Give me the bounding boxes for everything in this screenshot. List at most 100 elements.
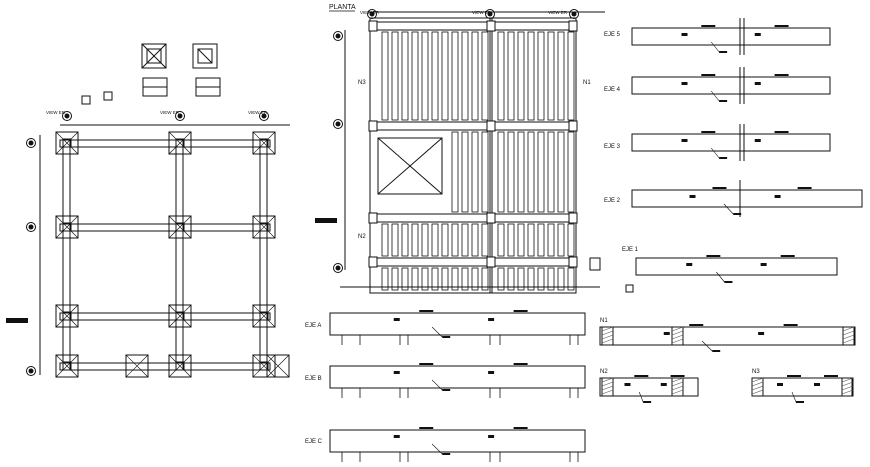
footing [55,131,79,155]
column [175,138,185,148]
footing-diagonal [168,354,192,378]
eje-beam-leader [710,41,720,53]
eje-beam-tag [733,213,742,215]
joist [507,223,515,257]
joist [441,267,449,291]
axis-bubble [26,222,36,232]
eje-beam-dim [712,187,727,189]
joist [527,31,535,121]
joist [497,223,505,257]
footing [168,354,192,378]
joist [481,223,489,257]
hatch-line [671,385,684,391]
joist [391,267,399,291]
joist [517,131,525,213]
column [175,361,185,371]
joist [461,131,469,213]
hatch-line [671,389,684,395]
joist [537,31,545,121]
hatch-line [601,338,614,344]
hatch-line [671,326,684,332]
axis-bubble [62,111,72,121]
joist [391,223,399,257]
label-eje-4: EJE 4 [604,87,621,93]
label-n3-plan: N3 [358,80,366,86]
foundation-plan [39,43,290,375]
eje-beam-dim [780,255,795,257]
axis-bubble [26,138,36,148]
footing [252,304,276,328]
axis-bubble [485,9,495,19]
nerve-beam-leader [791,391,797,403]
joist [431,267,439,291]
column [568,20,578,32]
hatch-line [751,377,764,383]
nerve-beam-rebar [660,383,667,386]
joist [381,31,389,121]
eje-abc-beam-dim [513,310,528,312]
eje-abc-beam-leader [431,443,443,455]
footing [55,354,79,378]
joist [567,131,575,213]
hatch-line [842,334,855,340]
axis-bubble [333,31,343,41]
hatch-line [601,326,614,332]
joist [431,31,439,121]
footing-diagonal [125,354,149,378]
eje-abc-beam-tag [442,336,451,338]
eje-beam-rebar [689,195,696,198]
joist [381,267,389,291]
column [368,120,378,132]
footing-diagonal [266,354,290,378]
column [62,222,72,232]
axis-bubble-dot [335,121,341,127]
hatched-block [601,326,614,346]
eje-beam-leader [710,147,720,159]
joist [557,223,565,257]
eje-abc-beam-rebar [488,435,495,438]
joist [471,131,479,213]
joist [517,31,525,121]
footing-diagonal [55,354,79,378]
column [568,212,578,224]
joist [547,267,555,291]
joist [481,31,489,121]
hatched-block [841,377,854,397]
column [486,256,496,268]
column [62,311,72,321]
eje-abc-beam-rebar [393,318,400,321]
eje-beam-rebar [681,82,688,85]
nerve-beam-rebar [758,332,765,335]
column [175,311,185,321]
column [568,256,578,268]
eje-abc-beam-rebar [488,371,495,374]
joist [537,267,545,291]
hatched-block [842,326,855,346]
label-eje-a: EJE A [305,323,321,329]
joist [471,267,479,291]
generated-geometry [6,9,855,462]
joist [471,223,479,257]
detail-marker [625,284,634,293]
nerve-beam-tag [796,401,804,403]
joist [451,223,459,257]
column [62,361,72,371]
joist [391,31,399,121]
eje-beam-tag [724,281,733,283]
nerve-beam-dim [783,324,798,326]
eje-abc-beam-dim [419,427,434,429]
hatch-line [601,330,614,336]
axis-bubble [175,111,185,121]
label-eje-5: EJE 5 [604,32,621,38]
eje-abc-beam-leader [431,379,443,391]
floor-plan [340,11,605,294]
footing [266,354,290,378]
eje-abc-beam-tag [442,453,451,455]
joist [557,267,565,291]
hatch-line [841,381,854,387]
joist [451,267,459,291]
view-marker-label: VIEW ER [360,10,380,15]
joist [567,267,575,291]
joist [537,131,545,213]
